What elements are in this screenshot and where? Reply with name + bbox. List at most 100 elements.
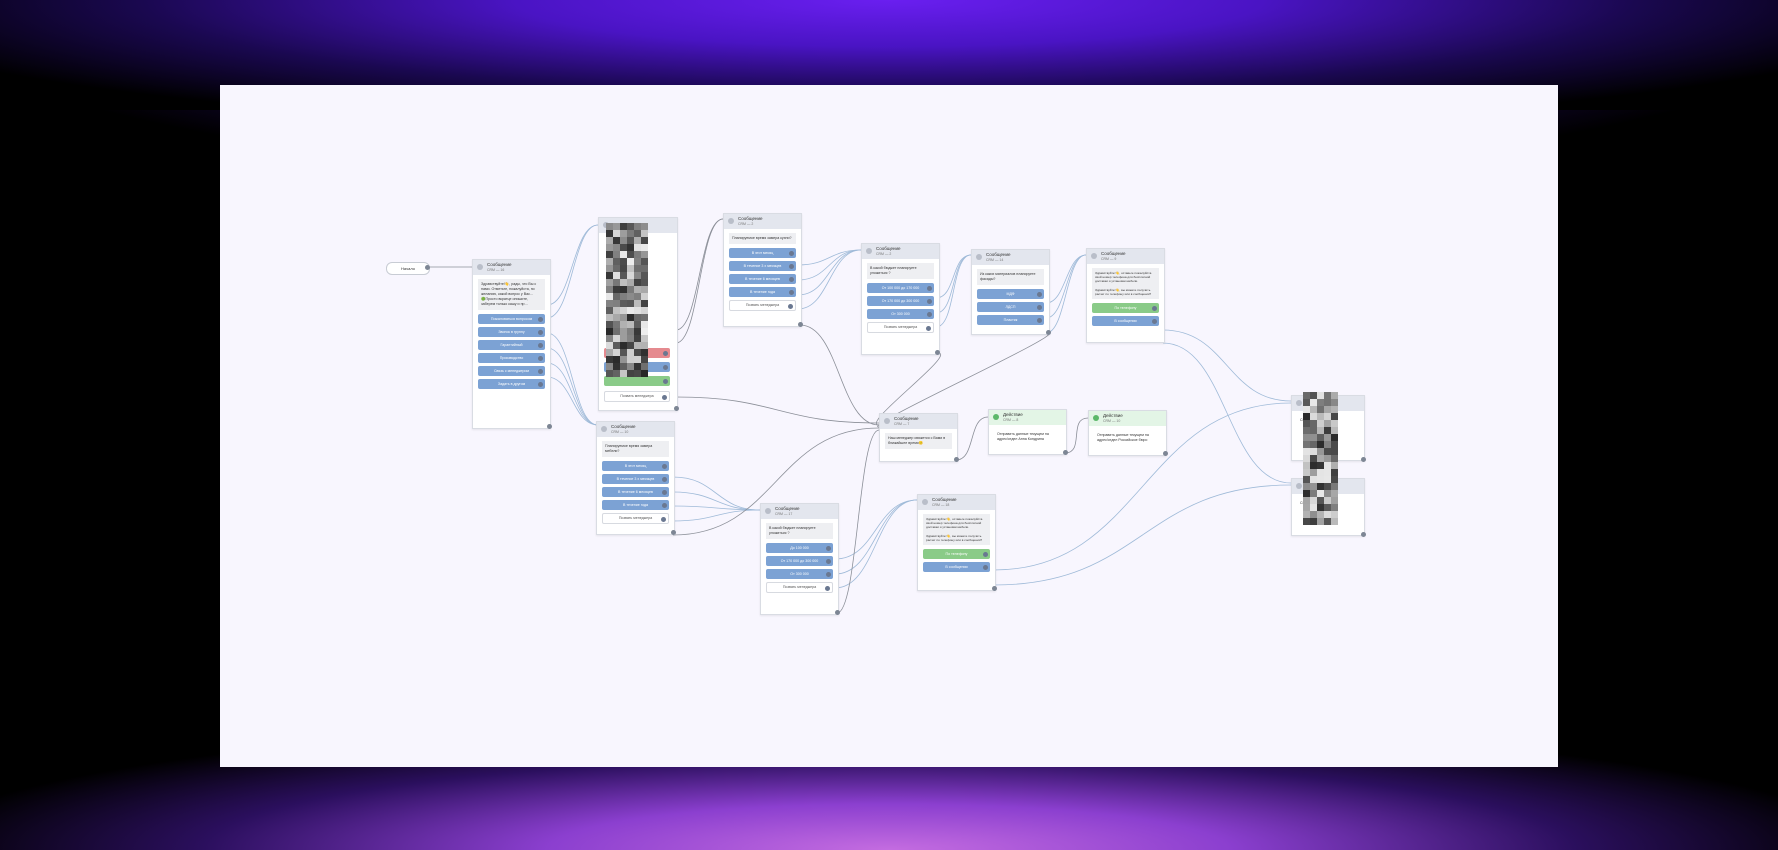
- start-node[interactable]: Начало: [386, 262, 430, 275]
- call-manager-button[interactable]: Позвать менеджера: [867, 322, 934, 333]
- node-output-pin[interactable]: [1046, 330, 1051, 335]
- reply-button[interactable]: В течение 3 х месяцев: [602, 474, 669, 484]
- connector-dot-icon[interactable]: [1037, 317, 1042, 323]
- connector-dot-icon[interactable]: [538, 368, 543, 374]
- connector-dot-icon[interactable]: [789, 263, 794, 269]
- connector-dot-icon[interactable]: [662, 463, 667, 469]
- connector-dot-icon[interactable]: [538, 381, 543, 387]
- connector-dot-icon[interactable]: [663, 378, 668, 384]
- node-output-pin[interactable]: [798, 322, 803, 327]
- reply-button[interactable]: В течение года: [729, 287, 796, 297]
- connector-dot-icon[interactable]: [789, 276, 794, 282]
- reply-button[interactable]: В течение 6 месяцев: [729, 274, 796, 284]
- start-output-pin[interactable]: [425, 265, 430, 270]
- connector-dot-icon[interactable]: [1152, 318, 1157, 324]
- mosaic-cell: [634, 370, 641, 377]
- reply-button[interactable]: МДФ: [977, 289, 1044, 299]
- connector-dot-icon[interactable]: [826, 571, 831, 577]
- connector-dot-icon[interactable]: [789, 250, 794, 256]
- node-output-pin[interactable]: [935, 350, 940, 355]
- reply-button[interactable]: От 300 000: [867, 309, 934, 319]
- connector-dot-icon[interactable]: [926, 325, 931, 331]
- reply-button[interactable]: От 100 000 до 170 000: [867, 283, 934, 293]
- connector-dot-icon[interactable]: [663, 364, 668, 370]
- reply-button[interactable]: Задать в другом: [478, 379, 545, 389]
- connector-dot-icon[interactable]: [927, 298, 932, 304]
- connector-dot-icon[interactable]: [538, 342, 543, 348]
- call-manager-button[interactable]: Позвать менеджера: [766, 582, 833, 593]
- node-output-pin[interactable]: [1163, 451, 1168, 456]
- reply-button[interactable]: Звонок в группу: [478, 327, 545, 337]
- reply-button[interactable]: Пластик: [977, 315, 1044, 325]
- reply-button[interactable]: До 100 000: [766, 543, 833, 553]
- reply-button[interactable]: В этот месяц: [602, 461, 669, 471]
- reply-button[interactable]: От 170 000 до 300 000: [766, 556, 833, 566]
- phone-button[interactable]: По телефону: [923, 549, 990, 560]
- reply-button[interactable]: В течение года: [602, 500, 669, 510]
- reply-button[interactable]: Гарантийный: [478, 340, 545, 350]
- reply-button[interactable]: От 300 000: [766, 569, 833, 579]
- reply-button-green[interactable]: [604, 376, 670, 386]
- reply-button[interactable]: В этот месяц: [729, 248, 796, 258]
- connector-dot-icon[interactable]: [788, 303, 793, 309]
- reply-button[interactable]: В течение 6 месяцев: [602, 487, 669, 497]
- phone-button[interactable]: По телефону: [1092, 303, 1159, 314]
- connector-dot-icon[interactable]: [1037, 304, 1042, 310]
- connector-dot-icon[interactable]: [1152, 305, 1157, 311]
- reply-button[interactable]: Производство: [478, 353, 545, 363]
- connector-dot-icon[interactable]: [789, 289, 794, 295]
- connector-dot-icon[interactable]: [927, 285, 932, 291]
- connector-dot-icon[interactable]: [662, 394, 667, 400]
- connector-dot-icon[interactable]: [662, 476, 667, 482]
- connector-dot-icon[interactable]: [661, 516, 666, 522]
- reply-button[interactable]: ЛДСП: [977, 302, 1044, 312]
- reply-button[interactable]: В течение 3 х месяцев: [729, 261, 796, 271]
- connector-dot-icon[interactable]: [538, 355, 543, 361]
- connector-dot-icon[interactable]: [983, 551, 988, 557]
- connector-dot-icon[interactable]: [826, 545, 831, 551]
- connector-dot-icon[interactable]: [825, 585, 830, 591]
- connector-dot-icon[interactable]: [538, 329, 543, 335]
- call-manager-button[interactable]: Позвать менеджера: [604, 391, 670, 402]
- connector-dot-icon[interactable]: [927, 311, 932, 317]
- connector-dot-icon[interactable]: [662, 489, 667, 495]
- message-button[interactable]: В сообщении: [1092, 316, 1159, 327]
- reply-button[interactable]: От 170 000 до 300 000: [867, 296, 934, 306]
- button-label: Позвать менеджера: [883, 325, 918, 329]
- connector-dot-icon[interactable]: [538, 316, 543, 322]
- mosaic-cell: [1331, 413, 1338, 420]
- button-label: В этот месяц: [751, 251, 774, 255]
- node-output-pin[interactable]: [954, 457, 959, 462]
- node-output-pin[interactable]: [1063, 450, 1068, 455]
- node-output-pin[interactable]: [992, 586, 997, 591]
- node-output-pin[interactable]: [1361, 457, 1366, 462]
- connector-dot-icon[interactable]: [1037, 291, 1042, 297]
- node-output-pin[interactable]: [547, 424, 552, 429]
- node-output-pin[interactable]: [674, 406, 679, 411]
- message-button[interactable]: В сообщении: [923, 562, 990, 573]
- node-output-pin[interactable]: [671, 530, 676, 535]
- reply-button[interactable]: Пожаловаться вопросом: [478, 314, 545, 324]
- call-manager-button[interactable]: Позвать менеджера: [729, 300, 796, 311]
- node-output-pin[interactable]: [835, 610, 840, 615]
- reply-button[interactable]: Связь с менеджером: [478, 366, 545, 376]
- call-manager-button[interactable]: Позвать менеджера: [602, 513, 669, 524]
- connector-dot-icon[interactable]: [662, 502, 667, 508]
- node-output-pin[interactable]: [1361, 532, 1366, 537]
- connector-dot-icon[interactable]: [983, 564, 988, 570]
- connector-dot-icon[interactable]: [826, 558, 831, 564]
- connector-dot-icon[interactable]: [663, 350, 668, 356]
- flow-edge: [675, 396, 880, 424]
